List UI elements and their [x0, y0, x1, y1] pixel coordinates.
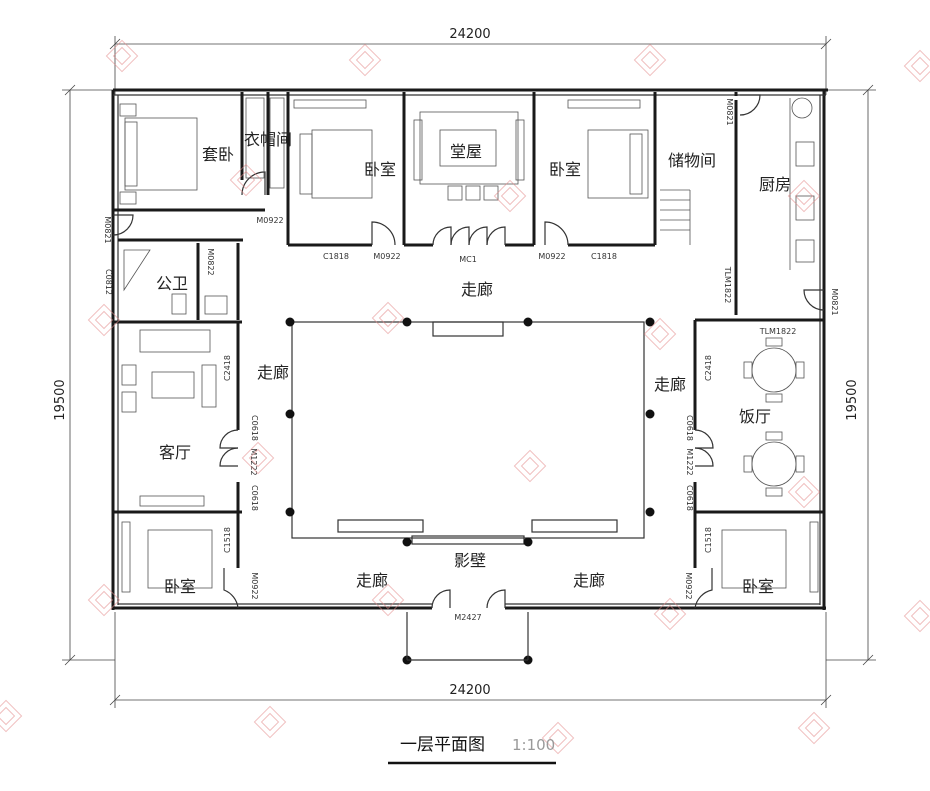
interior-walls	[113, 92, 824, 568]
tag-m2427: M2427	[454, 613, 481, 622]
label-corridor-north: 走廊	[461, 280, 493, 299]
label-bedroom-ne: 卧室	[549, 160, 581, 179]
label-bedroom-nw: 卧室	[364, 160, 396, 179]
label-bathroom: 公卫	[156, 274, 188, 293]
label-bedroom-sw: 卧室	[164, 577, 196, 596]
label-suite-bedroom: 套卧	[202, 145, 234, 164]
tag-c1518-b: C1518	[704, 527, 713, 553]
dim-height-right: 19500	[845, 379, 860, 420]
plan-title: 一层平面图 1:100	[388, 735, 556, 765]
dim-height-left: 19500	[53, 379, 68, 420]
label-main-hall: 堂屋	[450, 142, 482, 161]
tag-c1818-a: C1818	[323, 252, 349, 261]
columns	[285, 317, 655, 665]
furniture	[119, 97, 819, 593]
exterior-walls	[111, 88, 828, 610]
tag-tlm1822-b: TLM1822	[759, 327, 797, 336]
tag-c0618-d: C0618	[685, 485, 694, 511]
tag-c2418-a: C2418	[223, 355, 232, 381]
tag-m0922-d: M0922	[250, 572, 259, 599]
label-corridor-west: 走廊	[257, 363, 289, 382]
tag-c0618-c: C0618	[685, 415, 694, 441]
dimension-top: 24200	[109, 27, 832, 95]
dimension-bottom: 24200	[109, 612, 832, 708]
tag-m0922-a: M0922	[256, 216, 283, 225]
room-labels: 套卧 衣帽间 卧室 堂屋 卧室 储物间 厨房 公卫 客厅 饭厅 卧室 卧室 走廊…	[156, 130, 791, 596]
dim-width-top: 24200	[449, 27, 490, 42]
dining-chairs	[743, 337, 805, 497]
tag-c2418-b: C2418	[704, 355, 713, 381]
label-bedroom-se: 卧室	[742, 577, 774, 596]
tag-m0922-c: M0922	[538, 252, 565, 261]
title-text: 一层平面图	[400, 735, 485, 755]
tag-c0618-a: C0618	[250, 415, 259, 441]
tag-m0821-a: M0821	[103, 216, 112, 243]
watermark-stamps	[0, 39, 930, 755]
tag-m0922-e: M0922	[684, 572, 693, 599]
label-dining-room: 饭厅	[739, 407, 771, 426]
dim-width-bottom: 24200	[449, 683, 490, 698]
tag-m0922-b: M0922	[373, 252, 400, 261]
label-corridor-south-w: 走廊	[356, 571, 388, 590]
tag-c0618-b: C0618	[250, 485, 259, 511]
label-kitchen: 厨房	[759, 175, 791, 194]
tag-mc1: MC1	[459, 255, 477, 264]
label-corridor-east: 走廊	[654, 375, 686, 394]
dimension-right: 19500	[826, 84, 876, 666]
tag-tlm1822-a: TLM1822	[723, 266, 732, 304]
scale-text: 1:100	[512, 736, 555, 754]
doors	[112, 94, 825, 609]
tag-c1818-b: C1818	[591, 252, 617, 261]
tag-c1518-a: C1518	[223, 527, 232, 553]
label-closet: 衣帽间	[244, 130, 292, 149]
tag-m0821-c: M0821	[830, 288, 839, 315]
tag-m0822: M0822	[206, 248, 215, 275]
label-corridor-south-e: 走廊	[573, 571, 605, 590]
label-screen-wall: 影壁	[454, 551, 486, 570]
label-storage: 储物间	[668, 151, 716, 170]
dimension-left: 19500	[53, 84, 115, 666]
label-living-room: 客厅	[159, 443, 191, 462]
tag-c0812: C0812	[104, 269, 113, 295]
tag-m0821-b: M0821	[725, 98, 734, 125]
tag-m1222-b: M1222	[685, 448, 694, 475]
courtyard	[291, 321, 645, 545]
